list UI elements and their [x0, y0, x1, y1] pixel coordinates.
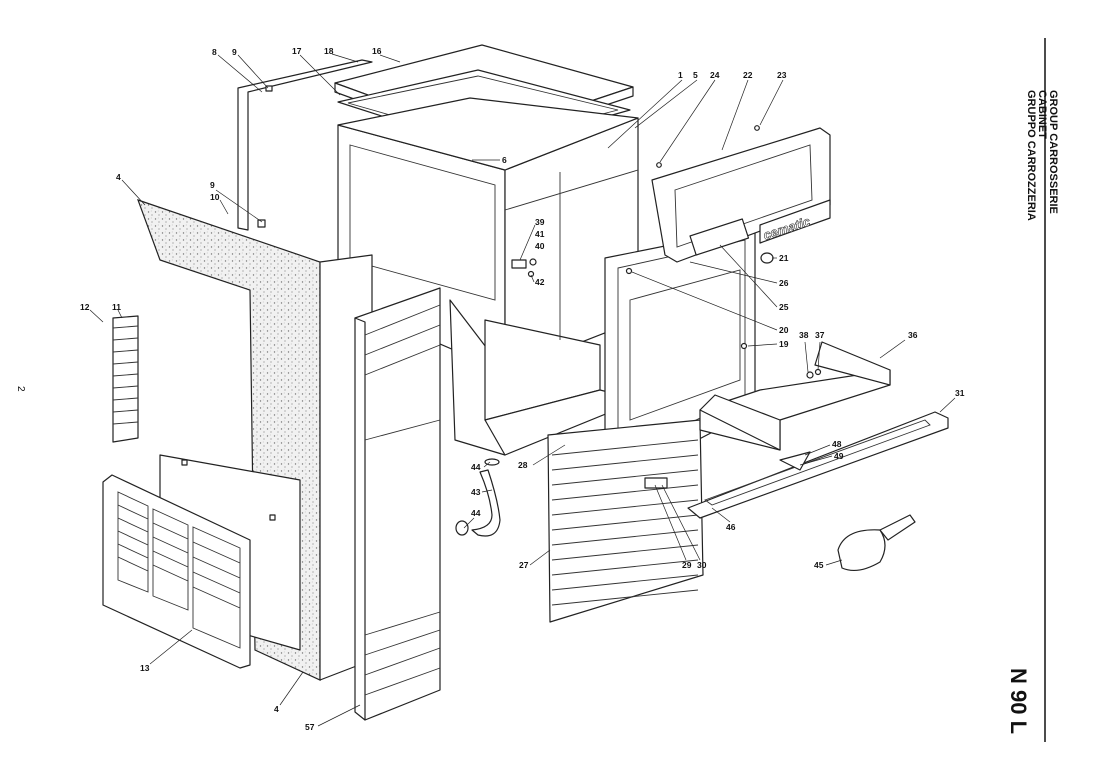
- callout-label: 41: [535, 229, 545, 239]
- drip-tray-holder-part: [699, 341, 891, 451]
- callout-label: 1: [678, 70, 683, 80]
- callout-label: 9: [210, 180, 215, 190]
- callout-label: 19: [779, 339, 789, 349]
- callout-label: 25: [779, 302, 789, 312]
- front-corner-panel-part: [354, 287, 441, 721]
- callout-label: 45: [814, 560, 824, 570]
- callout-label: 12: [80, 302, 90, 312]
- callout-label: 40: [535, 241, 545, 251]
- callout-label: 37: [815, 330, 825, 340]
- callout-label: 42: [535, 277, 545, 287]
- callout-label: 28: [518, 460, 528, 470]
- callout-label: 10: [210, 192, 220, 202]
- callout-label: 6: [502, 155, 507, 165]
- page-number: 2: [15, 386, 26, 392]
- lower-louvre-door-part: [547, 419, 704, 623]
- callout-label: 49: [834, 451, 844, 461]
- title-block: GRUPPO CARROZZERIA CABINET GROUP CARROSS…: [1025, 90, 1059, 221]
- callout-label: 30: [697, 560, 707, 570]
- callout-label: 44: [471, 462, 481, 472]
- callout-label: 21: [779, 253, 789, 263]
- callout-label: 18: [324, 46, 334, 56]
- left-louvre-part: [112, 315, 139, 443]
- callout-label: 11: [112, 302, 121, 312]
- callout-label: 29: [682, 560, 692, 570]
- callout-label: 48: [832, 439, 842, 449]
- title-line-3: GROUP CARROSSERIE: [1047, 90, 1059, 214]
- callout-label: 31: [955, 388, 965, 398]
- callout-label: 27: [519, 560, 529, 570]
- callout-label: 4: [274, 704, 279, 714]
- front-grille-part: [102, 474, 251, 669]
- callout-label: 17: [292, 46, 302, 56]
- callout-label: 20: [779, 325, 789, 335]
- callout-label: 8: [212, 47, 217, 57]
- callout-label: 46: [726, 522, 736, 532]
- callout-layer: 8 9 17 18 16 1 5 24 22 23 6 4 9 10 39 41…: [80, 46, 965, 732]
- callout-label: 9: [232, 47, 237, 57]
- callout-label: 57: [305, 722, 315, 732]
- ice-scoop-part: [837, 514, 916, 572]
- callout-label: 24: [710, 70, 720, 80]
- bracket-assembly-part: [511, 258, 537, 278]
- callout-label: 36: [908, 330, 918, 340]
- drain-hose-part: [455, 458, 501, 537]
- callout-label: 4: [116, 172, 121, 182]
- callout-label: 26: [779, 278, 789, 288]
- left-back-panel-part: [237, 59, 373, 231]
- callout-label: 38: [799, 330, 809, 340]
- callout-label: 44: [471, 508, 481, 518]
- model-label: N 90 L: [1006, 668, 1031, 734]
- page-number-group: 2: [15, 386, 26, 392]
- callout-label: 5: [693, 70, 698, 80]
- title-line-2: CABINET: [1036, 90, 1048, 139]
- callout-label: 39: [535, 217, 545, 227]
- title-line-1: GRUPPO CARROZZERIA: [1025, 90, 1037, 221]
- callout-label: 22: [743, 70, 753, 80]
- drip-tray-part: [687, 411, 949, 519]
- callout-label: 23: [777, 70, 787, 80]
- model-label-group: N 90 L: [1006, 668, 1031, 734]
- callout-label: 13: [140, 663, 150, 673]
- callout-label: 43: [471, 487, 481, 497]
- callout-label: 16: [372, 46, 382, 56]
